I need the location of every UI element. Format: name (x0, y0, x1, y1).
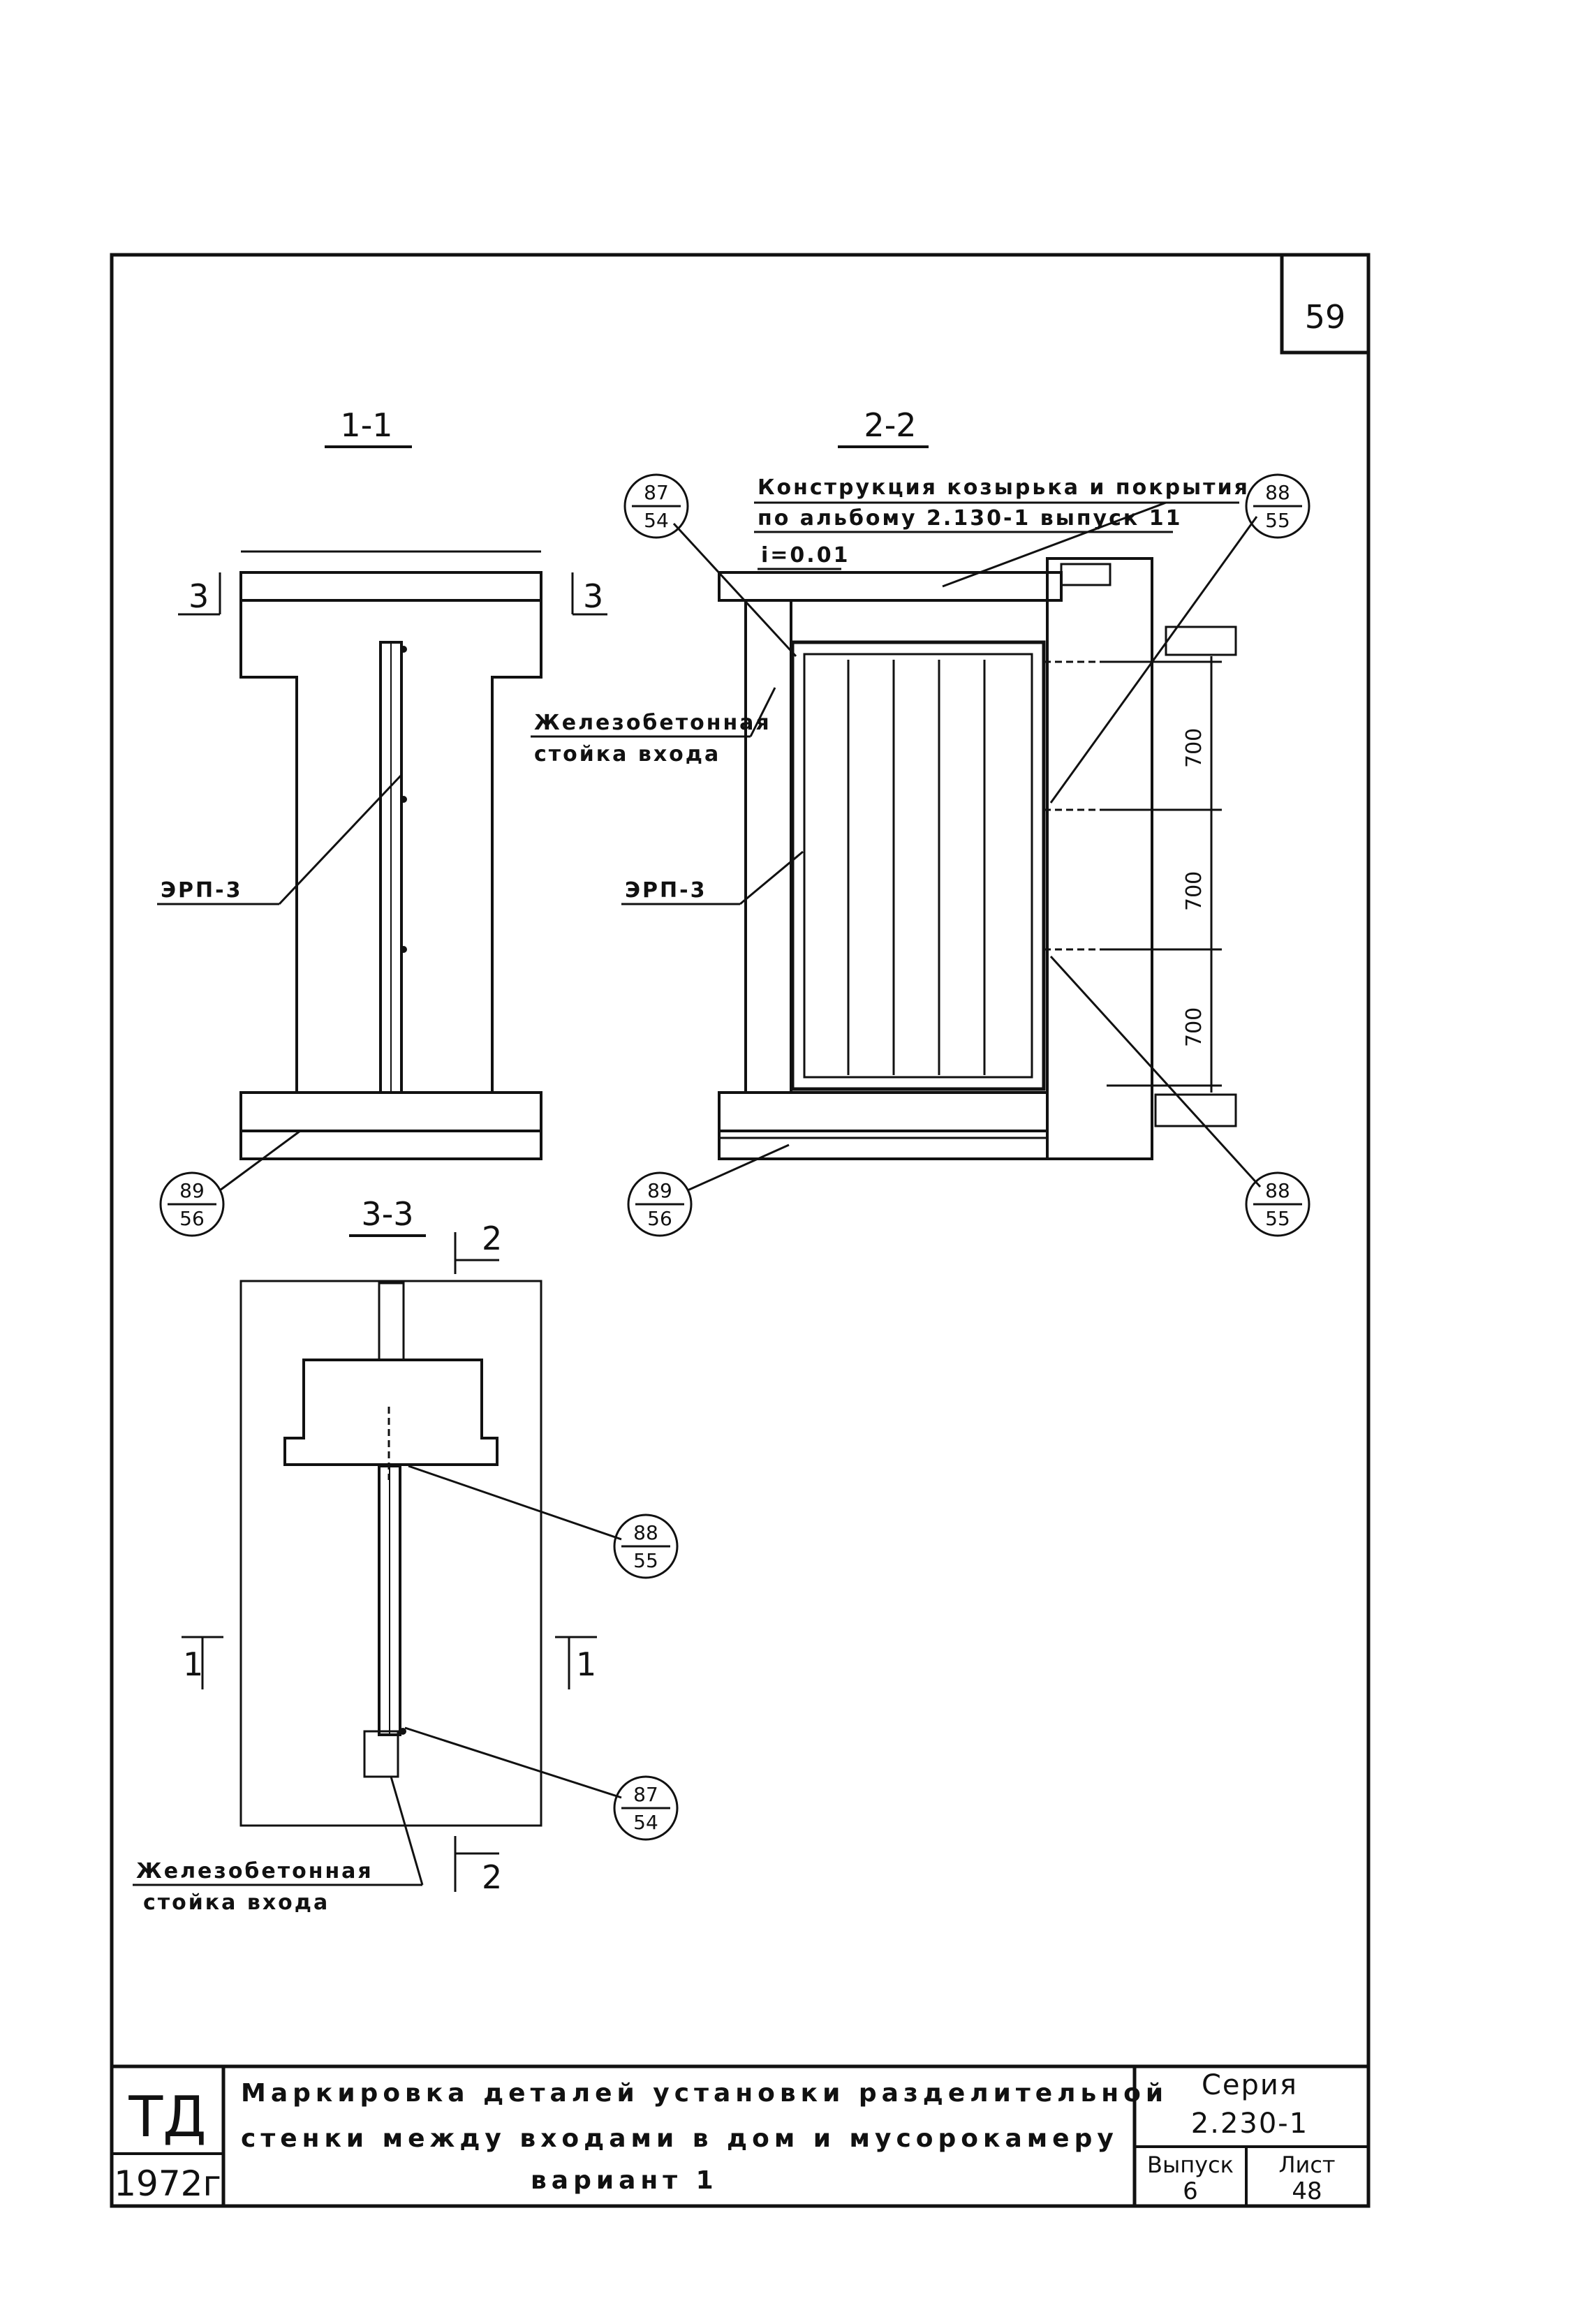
svg-text:56: 56 (179, 1207, 205, 1230)
svg-text:88: 88 (633, 1521, 658, 1544)
callout-89-56-left: 89 56 (159, 1171, 225, 1237)
slope-label: i=0.01 (761, 543, 850, 568)
bottom-layer-2-2 (718, 1130, 1049, 1160)
callout-87-54-top: 87 54 (623, 473, 689, 539)
svg-text:87: 87 (633, 1783, 658, 1806)
canopy-note-line2: по альбому 2.130-1 выпуск 11 (758, 506, 1182, 531)
frame-border (110, 253, 1371, 2208)
wall-2-2 (1046, 557, 1153, 1160)
erp3-label-2-2: ЭРП-3 (625, 878, 707, 903)
title-line3: вариант 1 (531, 2166, 718, 2195)
cut-mark-3-right: 3 (583, 577, 603, 615)
svg-text:55: 55 (1265, 509, 1290, 532)
top-slab-1-1 (239, 571, 542, 602)
callout-88-55-top: 88 55 (1245, 473, 1310, 539)
bottom-slab-1-1 (239, 1091, 542, 1132)
page-number-box (1280, 253, 1371, 355)
svg-text:55: 55 (633, 1549, 658, 1572)
svg-text:89: 89 (179, 1179, 205, 1202)
panel-erp3-2-2 (790, 640, 1046, 1091)
rc-column-2-2 (744, 599, 792, 1094)
svg-text:54: 54 (633, 1811, 658, 1834)
section-1-1-title: 1-1 (340, 406, 392, 444)
cut-mark-1-right: 1 (576, 1645, 596, 1683)
section-3-3-title: 3-3 (361, 1195, 413, 1233)
section-1-1: 1-1 3 3 ЭРП-3 89 56 (157, 406, 607, 1237)
section-2-2-title: 2-2 (864, 406, 916, 444)
dim-700-1: 700 (1182, 728, 1206, 768)
title-block: ТД 1972г Маркировка деталей установки ра… (112, 2064, 1368, 2206)
rc-column-3-3 (363, 1730, 399, 1778)
callout-87-54-plan: 87 54 (613, 1775, 679, 1841)
svg-text:56: 56 (647, 1207, 672, 1230)
issue-value: 6 (1183, 2177, 1198, 2205)
issue-label: Выпуск (1147, 2152, 1234, 2178)
cut-mark-2-top: 2 (482, 1220, 502, 1257)
cut-mark-2-bottom: 2 (482, 1858, 502, 1896)
series-value: 2.230-1 (1191, 2108, 1308, 2140)
page-number: 59 (1305, 298, 1346, 336)
callout-89-56-mid: 89 56 (627, 1171, 693, 1237)
svg-text:54: 54 (644, 509, 669, 532)
svg-text:89: 89 (647, 1179, 672, 1202)
sheet-value: 48 (1292, 2177, 1322, 2205)
canopy-note-line1: Конструкция козырька и покрытия (758, 475, 1250, 500)
section-2-2: 2-2 Конструкция козырька и покрытия по а… (531, 406, 1310, 1237)
dim-700-2: 700 (1182, 871, 1206, 911)
year: 1972г (114, 2163, 221, 2204)
svg-text:88: 88 (1265, 1179, 1290, 1202)
top-slab-2-2 (718, 571, 1063, 602)
plan-outline-3-3 (239, 1280, 542, 1827)
column-head-3-3 (283, 1359, 499, 1466)
bottom-slab-2-2 (718, 1091, 1049, 1132)
title-line2: стенки между входами в дом и мусорокамер… (241, 2124, 1118, 2153)
svg-text:87: 87 (644, 481, 669, 504)
callout-88-55-plan: 88 55 (613, 1513, 679, 1579)
cut-mark-1-left: 1 (183, 1645, 203, 1683)
org-code: ТД (128, 2085, 206, 2149)
svg-text:55: 55 (1265, 1207, 1290, 1230)
svg-text:88: 88 (1265, 481, 1290, 504)
cut-mark-3-left: 3 (189, 577, 209, 615)
rc-column-note-line1-2-2: Железобетонная (534, 711, 771, 735)
series-label: Серия (1202, 2069, 1298, 2101)
erp3-label-1-1: ЭРП-3 (161, 878, 242, 903)
sheet-label: Лист (1278, 2152, 1335, 2178)
title-line1: Маркировка деталей установки разделитель… (241, 2079, 1168, 2108)
dim-700-3: 700 (1182, 1007, 1206, 1047)
section-3-3: 3-3 2 1 1 2 88 (133, 1195, 679, 1915)
bottom-layer-1-1 (239, 1130, 542, 1160)
callout-88-55-bottom: 88 55 (1245, 1171, 1310, 1237)
rc-column-note-line1-3-3: Железобетонная (136, 1859, 374, 1883)
rc-column-note-line2-2-2: стойка входа (534, 742, 721, 767)
rc-column-note-line2-3-3: стойка входа (143, 1890, 330, 1915)
